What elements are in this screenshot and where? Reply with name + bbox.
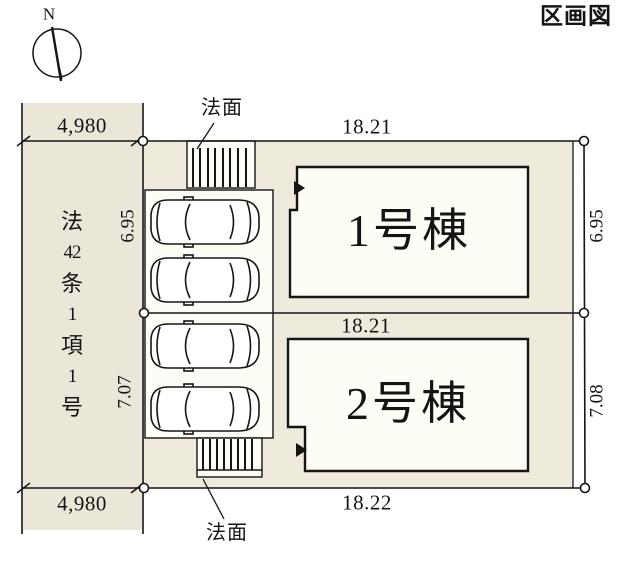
road-label-char: 1	[67, 366, 77, 387]
dim-lot2-width-top: 18.21	[341, 313, 391, 338]
slope-hatch-top-icon	[186, 140, 256, 189]
entrance-marker-building1-icon	[294, 181, 305, 195]
dim-lot2-depth-left: 7.07	[114, 375, 136, 409]
road-label-char: 号	[60, 395, 84, 420]
building-2-outline	[286, 337, 530, 473]
road-label-char: 条	[60, 271, 84, 296]
dim-lot2-depth-right: 7.08	[586, 384, 608, 418]
slope-hatch-bottom-icon	[196, 437, 263, 478]
building-1-label: 1号棟	[347, 205, 471, 256]
dim-lot1-width-top: 18.21	[342, 114, 392, 139]
car-icon	[150, 383, 260, 435]
road-label-char: 42	[63, 242, 81, 263]
road-label-char: 法	[60, 209, 84, 234]
compass-north-label: N	[42, 4, 56, 24]
dim-road-width-top: 4,980	[57, 113, 107, 138]
slope-label-bottom: 法面	[206, 522, 248, 544]
dim-lot2-width-bottom: 18.22	[342, 490, 392, 515]
survey-point-markers	[137, 135, 591, 494]
boundary-lines	[21, 103, 586, 534]
dim-road-width-bottom: 4,980	[57, 491, 107, 516]
car-icon	[150, 254, 260, 306]
road-label-char: 項	[60, 333, 84, 358]
building-1-outline	[288, 165, 530, 299]
dim-lot1-depth-left: 6.95	[117, 209, 139, 243]
slope-label-top: 法面	[201, 97, 243, 119]
entrance-marker-building2-icon	[296, 443, 307, 457]
building-2-label: 2号棟	[346, 378, 470, 429]
slope-bottom-pointer	[202, 478, 225, 520]
car-icon	[150, 196, 260, 248]
road-label-char: 1	[67, 304, 77, 325]
page-title: 区画図	[540, 2, 612, 29]
dim-lot1-depth-right: 6.95	[586, 209, 608, 243]
compass-icon	[32, 26, 82, 82]
slope-top-pointer	[196, 122, 215, 150]
car-icon	[150, 320, 260, 372]
road-area	[23, 103, 142, 530]
road-type-label: 法 42 条 1 項 1 号	[61, 206, 83, 423]
